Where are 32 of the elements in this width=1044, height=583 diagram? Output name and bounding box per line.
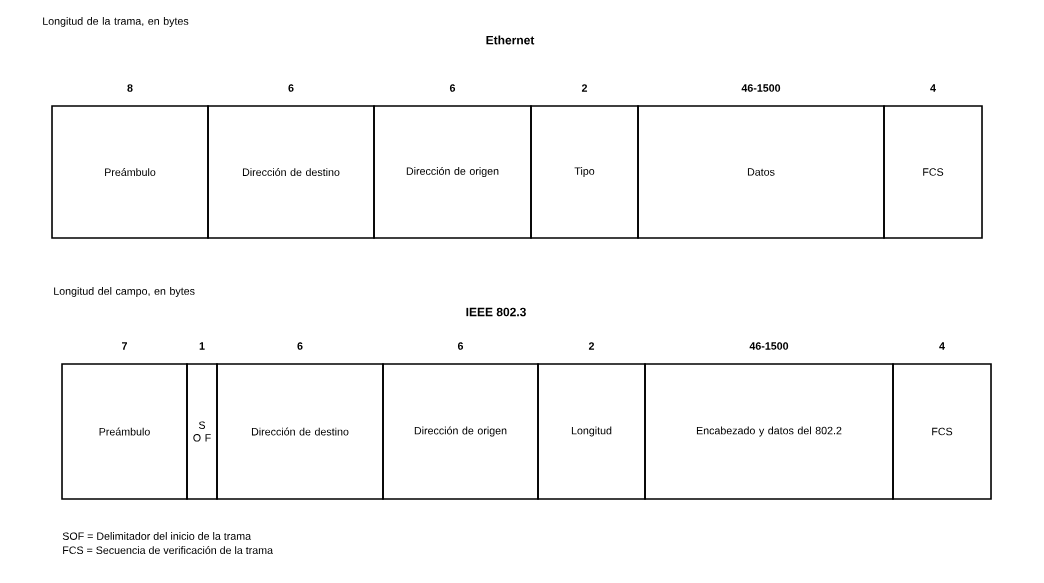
field-box: S O F bbox=[186, 363, 218, 500]
field-box: Tipo bbox=[530, 105, 639, 239]
note-text: Longitud de la trama, en bytes bbox=[43, 17, 189, 27]
field-box: Dirección de destino bbox=[216, 363, 384, 500]
field-box: Datos bbox=[637, 105, 885, 239]
field-box: Encabezado y datos del 802.2 bbox=[644, 363, 894, 500]
byte-count: 4 bbox=[930, 84, 936, 92]
field-box: FCS bbox=[892, 363, 992, 500]
field-box: Dirección de destino bbox=[207, 105, 375, 239]
byte-count: 46-1500 bbox=[741, 84, 781, 92]
field-box: Longitud bbox=[537, 363, 646, 500]
byte-count: 4 bbox=[939, 342, 945, 350]
field-box: Dirección de origen bbox=[382, 363, 539, 500]
field-box: Preámbulo bbox=[61, 363, 188, 500]
byte-count: 8 bbox=[127, 84, 133, 92]
note-text: FCS = Secuencia de verificación de la trama bbox=[63, 546, 273, 554]
byte-count: 6 bbox=[449, 84, 456, 92]
byte-count: 7 bbox=[122, 342, 127, 350]
field-box: Dirección de origen bbox=[373, 105, 532, 239]
note-text: Longitud del campo, en bytes bbox=[54, 287, 195, 297]
field-box: FCS bbox=[883, 105, 983, 239]
byte-count: 6 bbox=[288, 84, 294, 92]
byte-count: 6 bbox=[297, 342, 303, 350]
section-title: IEEE 802.3 bbox=[466, 307, 526, 317]
note-text: SOF = Delimitador del inicio de la trama bbox=[62, 532, 252, 540]
byte-count: 46-1500 bbox=[749, 342, 789, 350]
byte-count: 6 bbox=[457, 342, 464, 350]
section-title: Ethernet bbox=[486, 35, 535, 45]
byte-count: 2 bbox=[581, 84, 588, 92]
byte-count: 1 bbox=[199, 342, 205, 350]
field-box: Preámbulo bbox=[51, 105, 209, 239]
byte-count: 2 bbox=[588, 342, 595, 350]
